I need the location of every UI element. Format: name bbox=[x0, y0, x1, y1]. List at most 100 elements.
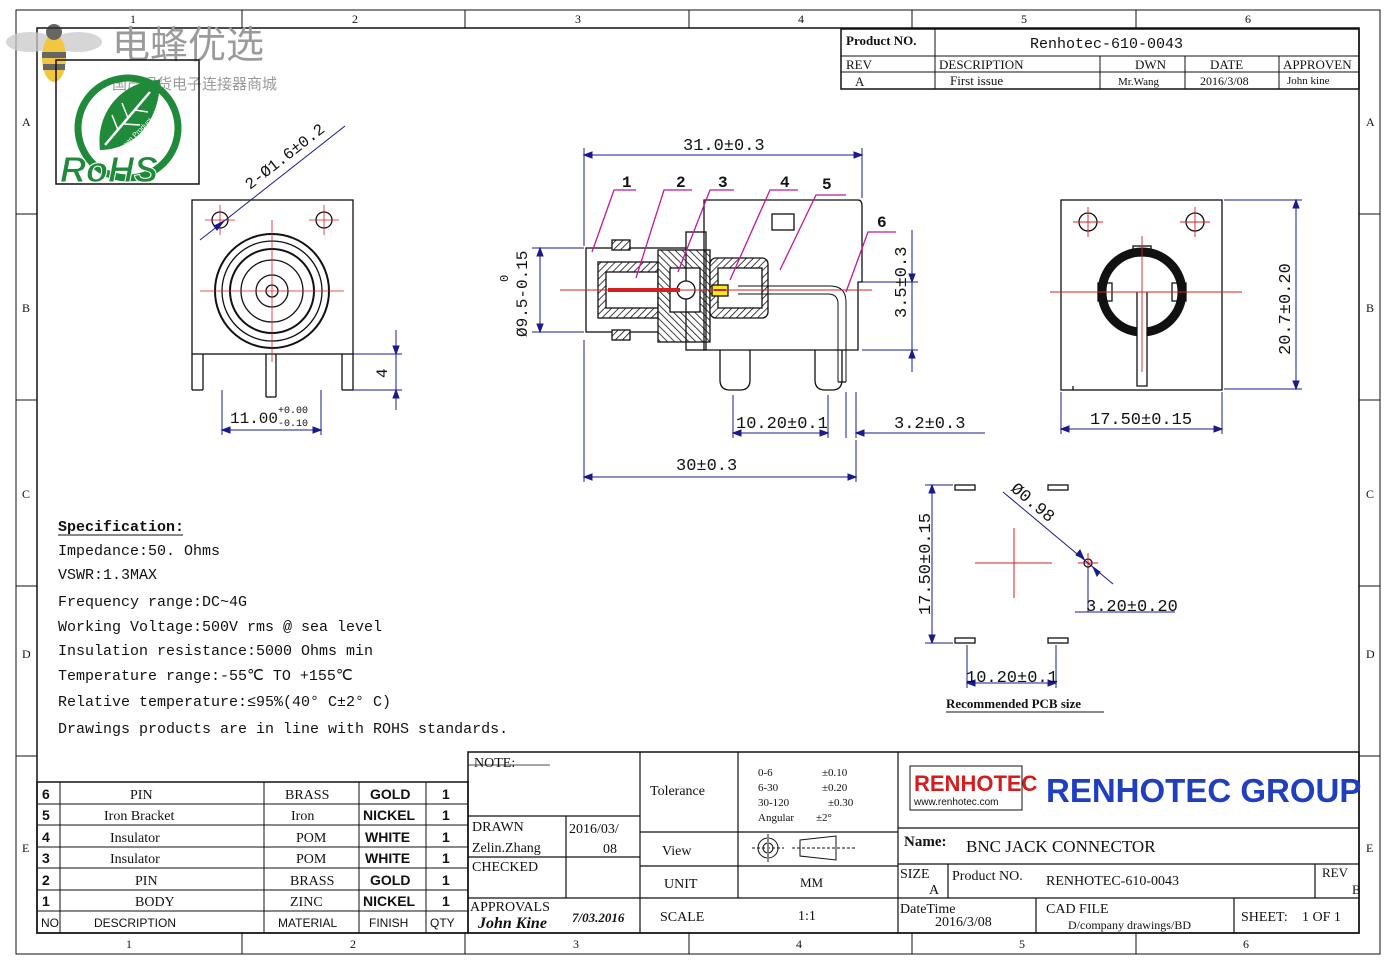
dim-pcb-offset: 3.20±0.20 bbox=[1086, 598, 1178, 617]
approvals-label: APPROVALS bbox=[470, 900, 550, 915]
unit-value: MM bbox=[800, 875, 824, 890]
bom-cell-description: PIN bbox=[135, 874, 158, 889]
dim-pcb-hole: Ø0.98 bbox=[1006, 480, 1057, 527]
pcb-dim-text: Ø0.98 17.50±0.15 3.20±0.20 10.20±0.1 Rec… bbox=[917, 480, 1178, 713]
cad-value: D/company drawings/BD bbox=[1068, 918, 1191, 932]
bom-row: 6 PIN BRASS GOLD 1 bbox=[42, 786, 450, 803]
bom-cell-material: Iron bbox=[291, 809, 314, 824]
unit-label: UNIT bbox=[664, 877, 698, 892]
spec-line: Relative temperature:≤95%(40° C±2° C) bbox=[58, 694, 391, 711]
balloons: 1 2 3 4 5 6 bbox=[622, 174, 887, 232]
tolerance-value: ±2° bbox=[816, 812, 832, 824]
product-no-value: RENHOTEC-610-0043 bbox=[1046, 874, 1179, 889]
header-approven: John kine bbox=[1287, 75, 1330, 87]
spec-line: Frequency range:DC~4G bbox=[58, 594, 247, 611]
col-label-top: 2 bbox=[352, 12, 358, 26]
leaf-icon bbox=[74, 74, 182, 182]
cad-label: CAD FILE bbox=[1046, 902, 1109, 917]
company-name: RENHOTEC GROUP bbox=[1046, 772, 1361, 809]
drawn-date-2: 08 bbox=[603, 842, 617, 857]
dim-front-width-tol-minus: -0.10 bbox=[278, 419, 308, 430]
bom-row: 4 Insulator POM WHITE 1 bbox=[42, 829, 450, 846]
balloon-label: 6 bbox=[877, 214, 887, 232]
bom-cell-no: 2 bbox=[42, 872, 50, 888]
bom-header: DESCRIPTION bbox=[94, 916, 176, 930]
row-label-left: D bbox=[22, 647, 31, 661]
dim-height-35: 3.5±0.3 bbox=[893, 247, 912, 318]
header-product-no-label: Product NO. bbox=[846, 33, 917, 48]
tolerance-range: 0-6 bbox=[758, 767, 773, 779]
view-label: View bbox=[662, 844, 692, 859]
sheet-label: SHEET: bbox=[1241, 910, 1288, 925]
bom-cell-material: BRASS bbox=[285, 788, 329, 803]
dim-pcb-height: 17.50±0.15 bbox=[917, 513, 936, 615]
dim-diameter: Ø9.5-0.15 bbox=[514, 251, 532, 337]
dim-pin-height: 4 bbox=[374, 368, 392, 378]
bom-cell-finish: NICKEL bbox=[363, 893, 416, 909]
bom-header: NO bbox=[41, 916, 59, 930]
rear-view bbox=[1060, 199, 1223, 391]
spec-line: Working Voltage:500V rms @ sea level bbox=[58, 619, 382, 636]
pcb-centerlines bbox=[975, 528, 1098, 598]
bom-cell-qty: 1 bbox=[442, 872, 450, 888]
size-label: SIZE bbox=[900, 867, 930, 882]
size-value: A bbox=[929, 883, 940, 898]
bom-cell-qty: 1 bbox=[442, 786, 450, 802]
drawn-by: Zelin.Zhang bbox=[472, 841, 541, 856]
bom-cell-description: Insulator bbox=[110, 831, 160, 846]
bom-cell-finish: WHITE bbox=[365, 850, 410, 866]
pcb-caption: Recommended PCB size bbox=[946, 696, 1081, 711]
col-label-bottom: 3 bbox=[573, 937, 579, 951]
section-view-dims bbox=[532, 148, 985, 482]
dim-offset-32: 3.2±0.3 bbox=[894, 415, 965, 434]
header-description: First issue bbox=[950, 73, 1003, 88]
col-label-top: 4 bbox=[798, 12, 804, 26]
balloon-label: 2 bbox=[676, 174, 686, 192]
bom-cell-no: 1 bbox=[42, 893, 50, 909]
col-label-bottom: 2 bbox=[350, 937, 356, 951]
header-product-no: Renhotec-610-0043 bbox=[1030, 36, 1183, 53]
dim-front-width: 11.00 bbox=[230, 410, 278, 428]
rear-view-dim-text: 20.7±0.20 17.50±0.15 bbox=[1090, 263, 1296, 430]
scale-value: 1:1 bbox=[798, 909, 816, 924]
note-label: NOTE: bbox=[474, 756, 515, 771]
row-label-left: A bbox=[22, 115, 31, 129]
bom-cell-description: Insulator bbox=[110, 852, 160, 867]
bee-icon bbox=[6, 24, 102, 82]
header-dwn-label: DWN bbox=[1135, 57, 1167, 72]
bom-cell-qty: 1 bbox=[442, 893, 450, 909]
dim-front-width-tol-plus: +0.00 bbox=[278, 406, 308, 417]
col-label-bottom: 5 bbox=[1019, 937, 1025, 951]
header-description-label: DESCRIPTION bbox=[939, 57, 1024, 72]
bom-cell-finish: WHITE bbox=[365, 829, 410, 845]
balloon-leaders bbox=[591, 189, 896, 293]
bom-cell-description: Iron Bracket bbox=[104, 809, 174, 824]
header-approven-label: APPROVEN bbox=[1283, 57, 1352, 72]
approvals-date: 7/03.2016 bbox=[572, 910, 625, 925]
approvals-signature: John Kine bbox=[477, 915, 547, 932]
rohs-logo: RoHS bbox=[60, 149, 158, 190]
section-view-dim-text: 31.0±0.3 Ø9.5-0.15 0 3.5±0.3 10.20±0.1 3… bbox=[498, 137, 965, 476]
product-no-label: Product NO. bbox=[952, 869, 1023, 884]
bom-cell-no: 6 bbox=[42, 786, 50, 802]
row-label-right: B bbox=[1366, 301, 1374, 315]
front-view-centerlines bbox=[200, 205, 344, 362]
bom-row: 1 BODY ZINC NICKEL 1 bbox=[42, 893, 450, 910]
dim-body-height: 20.7±0.20 bbox=[1277, 263, 1296, 355]
tolerance-range: 30-120 bbox=[758, 797, 790, 809]
name-value: BNC JACK CONNECTOR bbox=[966, 837, 1156, 856]
col-label-top: 3 bbox=[575, 12, 581, 26]
tolerance-label: Tolerance bbox=[650, 784, 705, 799]
tolerance-value: ±0.20 bbox=[822, 782, 848, 794]
bom-cell-qty: 1 bbox=[442, 807, 450, 823]
dim-pin-spacing: 10.20±0.1 bbox=[736, 415, 828, 434]
rev-label: REV bbox=[1322, 865, 1349, 880]
bom-table: 6 PIN BRASS GOLD 1 5 Iron Bracket Iron N… bbox=[41, 786, 455, 930]
sheet-value: 1 OF 1 bbox=[1302, 910, 1341, 925]
row-label-left: E bbox=[22, 841, 29, 855]
row-label-right: C bbox=[1366, 487, 1374, 501]
col-label-bottom: 6 bbox=[1243, 937, 1249, 951]
tolerance-table: 0-6 ±0.10 6-30 ±0.20 30-120 ±0.30 Angula… bbox=[758, 767, 854, 824]
